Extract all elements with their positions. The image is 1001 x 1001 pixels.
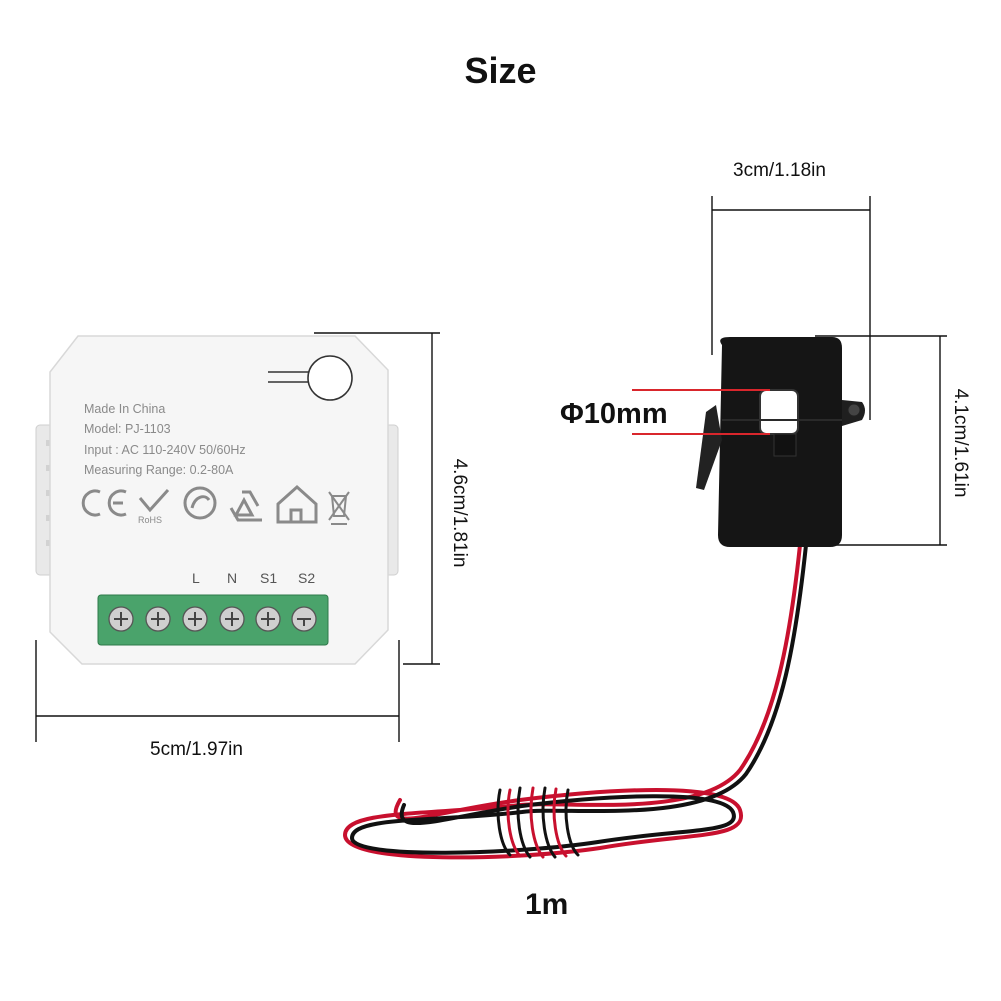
reset-button-icon: [307, 355, 353, 401]
recycle-icon: [229, 490, 262, 522]
clamp-width-label: 3cm/1.18in: [733, 160, 826, 181]
smart-module: Made In China Model: PJ-1103 Input : AC …: [35, 335, 399, 665]
hole-diameter-label: Φ10mm: [560, 398, 668, 430]
weee-bin-icon: [328, 491, 350, 525]
terminal-label: N: [227, 570, 237, 586]
rohs-check-icon: [138, 488, 170, 513]
cable: [342, 543, 808, 860]
label-line: Model: PJ-1103: [84, 422, 171, 436]
terminal-label: S2: [298, 570, 315, 586]
label-line: Made In China: [84, 402, 165, 416]
current-clamp: [632, 337, 865, 547]
terminal-label: S1: [260, 570, 277, 586]
ce-mark-icon: [81, 489, 127, 517]
house-icon: [276, 484, 318, 524]
rohs-text: RoHS: [138, 515, 162, 525]
module-dimension-lines: [35, 332, 440, 742]
label-line: Input : AC 110-240V 50/60Hz: [84, 443, 246, 457]
clamp-height-label: 4.1cm/1.61in: [950, 388, 971, 498]
title: Size: [464, 50, 537, 91]
clamp-hole: [759, 389, 799, 435]
module-height-label: 4.6cm/1.81in: [449, 458, 470, 568]
module-width-label: 5cm/1.97in: [150, 739, 243, 760]
terminal-label: L: [192, 570, 200, 586]
terminal-block: [97, 594, 329, 646]
cable-length-label: 1m: [525, 888, 569, 921]
label-line: Measuring Range: 0.2-80A: [84, 463, 234, 477]
green-dot-icon: [183, 486, 217, 520]
